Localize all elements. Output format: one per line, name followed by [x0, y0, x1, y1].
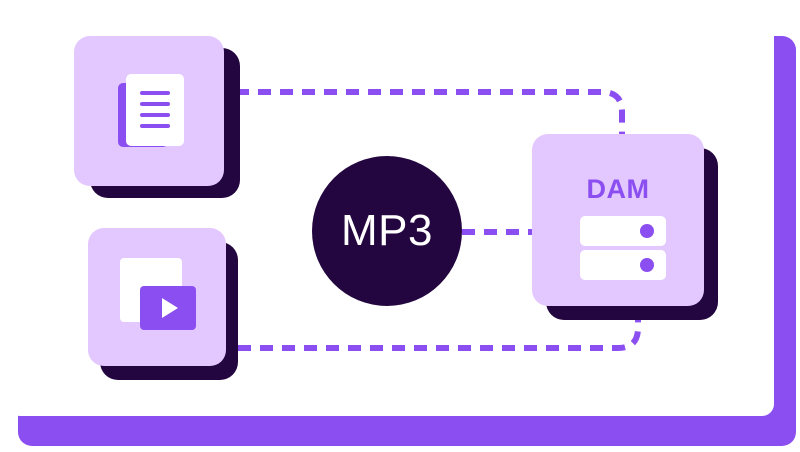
dam-card: DAM	[532, 134, 704, 306]
connector-video-to-dam	[238, 320, 641, 351]
server-icon	[580, 250, 666, 280]
video-icon	[140, 286, 196, 330]
document-icon	[126, 74, 184, 146]
document-line	[140, 91, 170, 95]
connector-document-to-dam	[236, 89, 625, 134]
server-icon	[580, 216, 666, 246]
document-line	[140, 124, 170, 128]
document-line	[140, 113, 170, 117]
video-card	[88, 228, 226, 366]
mp3-node: MP3	[312, 156, 462, 306]
server-led	[640, 224, 654, 238]
play-icon	[162, 298, 178, 318]
document-card	[74, 36, 224, 186]
server-led	[640, 258, 654, 272]
dam-label: DAM	[586, 174, 650, 204]
mp3-label: MP3	[341, 206, 433, 255]
document-line	[140, 102, 170, 106]
